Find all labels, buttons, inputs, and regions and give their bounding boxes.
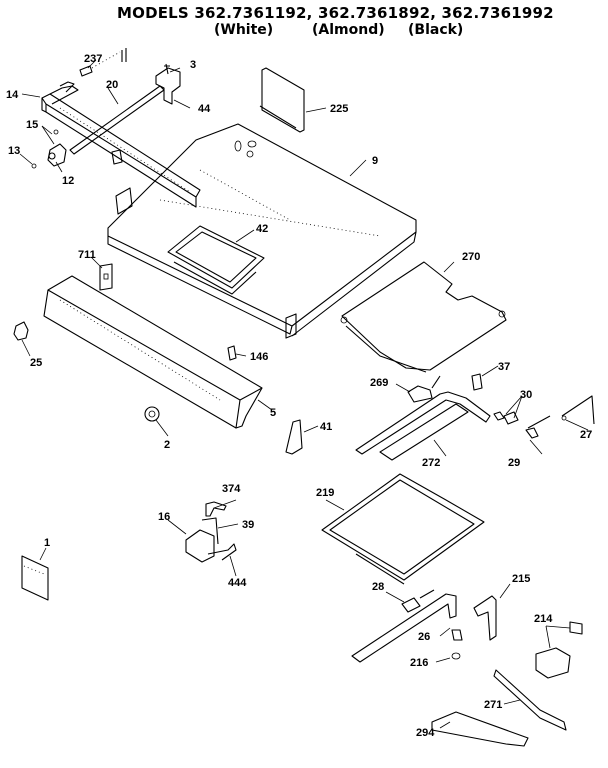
- plate-711: [99, 263, 113, 291]
- label-16: 16: [158, 511, 170, 523]
- label-25: 25: [30, 357, 42, 369]
- label-41: 41: [320, 421, 332, 433]
- tray-219: [321, 473, 485, 585]
- label-42: 42: [256, 223, 268, 235]
- pan-42: [167, 225, 265, 295]
- label-271: 271: [484, 699, 502, 711]
- label-711: 711: [78, 249, 96, 261]
- label-5: 5: [270, 407, 276, 419]
- knob-2: [144, 406, 160, 422]
- label-2: 2: [164, 439, 170, 451]
- manifold-assembly: [31, 48, 201, 208]
- valve-assembly: [185, 501, 237, 563]
- label-214: 214: [534, 613, 553, 625]
- label-1: 1: [44, 537, 50, 549]
- label-12: 12: [62, 175, 74, 187]
- broil-burner-assembly: [355, 375, 595, 461]
- label-44: 44: [198, 103, 211, 115]
- label-215: 215: [512, 573, 530, 585]
- clip-25: [13, 321, 29, 341]
- label-146: 146: [250, 351, 268, 363]
- burner-box-9: [107, 123, 417, 339]
- label-270: 270: [462, 251, 480, 263]
- envelope-1: [21, 555, 49, 601]
- label-237: 237: [84, 53, 102, 65]
- label-15: 15: [26, 119, 38, 131]
- label-39: 39: [242, 519, 254, 531]
- label-20: 20: [106, 79, 118, 91]
- shield-270: [340, 261, 507, 373]
- label-13: 13: [8, 145, 20, 157]
- clip-146: [227, 345, 237, 361]
- bracket-41: [285, 419, 303, 455]
- label-374: 374: [222, 483, 241, 495]
- variant-black: (Black): [408, 22, 464, 38]
- models-title: MODELS 362.7361192, 362.7361892, 362.736…: [117, 4, 554, 22]
- panel-225: [259, 67, 305, 133]
- label-27: 27: [580, 429, 592, 441]
- channel-5: [43, 275, 263, 429]
- label-14: 14: [6, 89, 19, 101]
- label-216: 216: [410, 657, 428, 669]
- label-30: 30: [520, 389, 532, 401]
- variant-almond: (Almond): [312, 22, 385, 38]
- label-3: 3: [190, 59, 196, 71]
- label-26: 26: [418, 631, 430, 643]
- label-28: 28: [372, 581, 384, 593]
- label-272: 272: [422, 457, 440, 469]
- label-269: 269: [370, 377, 388, 389]
- label-444: 444: [228, 577, 247, 589]
- lower-burner-assembly: [351, 589, 583, 747]
- leader-lines: [19, 59, 589, 729]
- label-225: 225: [330, 103, 348, 115]
- label-294: 294: [416, 727, 435, 739]
- variant-white: (White): [214, 22, 274, 38]
- part-37-shape: [471, 373, 483, 391]
- label-37: 37: [498, 361, 510, 373]
- label-29: 29: [508, 457, 520, 469]
- label-9: 9: [372, 155, 378, 167]
- label-219: 219: [316, 487, 334, 499]
